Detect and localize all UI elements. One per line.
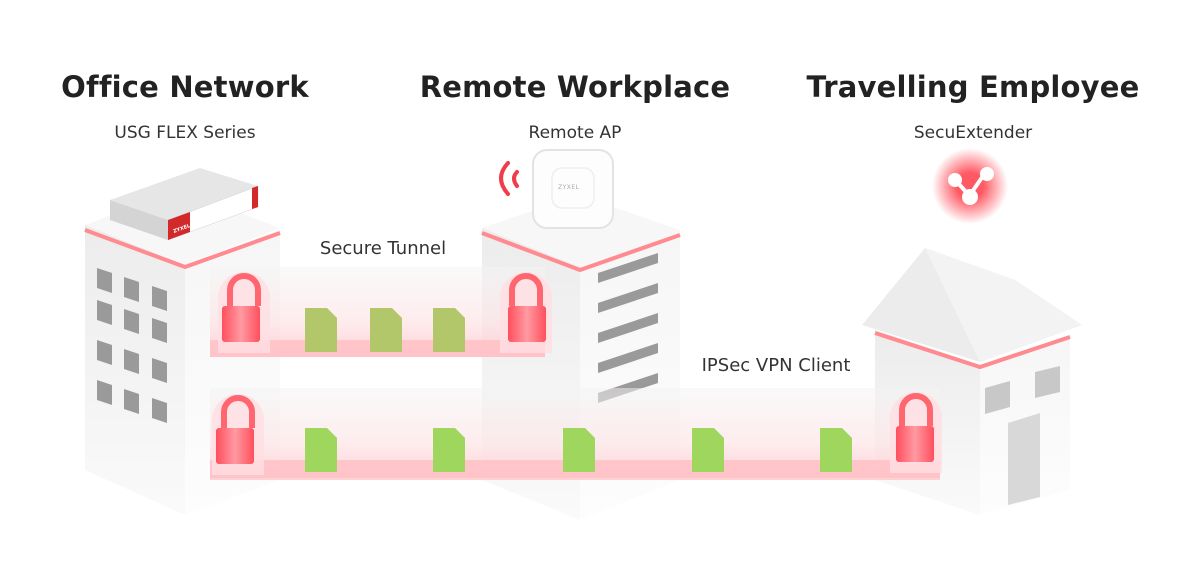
document-icon <box>433 308 465 352</box>
travelling-employee-subtitle: SecuExtender <box>913 123 1033 143</box>
document-icon <box>305 308 337 352</box>
data-packet-icons-upper <box>305 308 465 352</box>
house-door <box>1008 413 1040 505</box>
usg-flex-router <box>110 168 259 241</box>
office-network-subtitle: USG FLEX Series <box>114 123 256 143</box>
house-window <box>1035 366 1060 398</box>
remote-workplace-subtitle: Remote AP <box>528 123 622 143</box>
ipsec-vpn-client-label: IPSec VPN Client <box>701 355 851 376</box>
document-icon <box>305 428 337 472</box>
secuextender-icon <box>932 148 1008 224</box>
remote-window-stripes <box>598 253 658 403</box>
document-icon <box>563 428 595 472</box>
travelling-employee-title: Travelling Employee <box>806 70 1140 104</box>
document-icon <box>820 428 852 472</box>
document-icon <box>433 428 465 472</box>
house-window <box>985 381 1010 414</box>
office-network-title: Office Network <box>61 70 309 104</box>
padlock-icon <box>212 394 264 475</box>
remote-workplace-title: Remote Workplace <box>419 70 731 104</box>
ap-brand-logo: ZYXEL <box>558 184 580 191</box>
padlock-icon <box>890 392 942 473</box>
padlock-icon <box>500 272 552 353</box>
remote-ap-device <box>532 149 614 229</box>
document-icon <box>692 428 724 472</box>
wifi-signal-icon <box>499 161 519 196</box>
document-icon <box>370 308 402 352</box>
office-windows <box>97 268 167 423</box>
data-packet-icons-lower <box>305 428 852 472</box>
padlock-icon <box>218 272 270 353</box>
secure-tunnel-label: Secure Tunnel <box>319 238 447 259</box>
